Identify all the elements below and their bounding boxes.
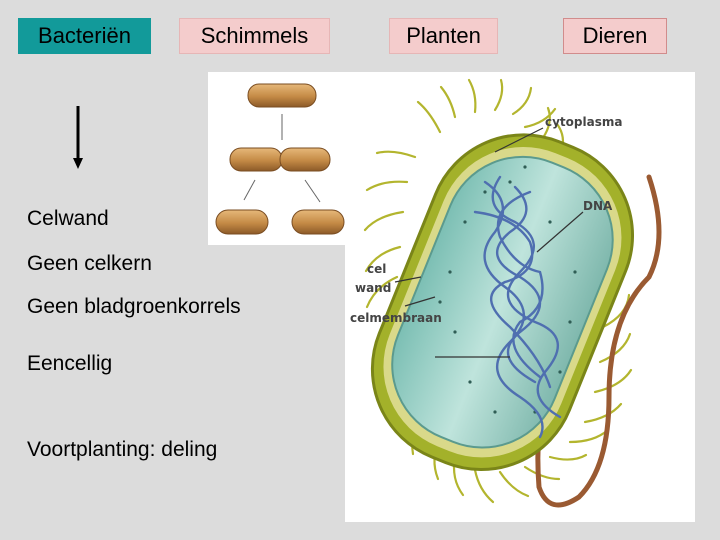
tab-schimmels-label: Schimmels (200, 23, 309, 48)
rod-bacterium-dividing-left (229, 147, 283, 172)
tab-planten-label: Planten (406, 23, 481, 48)
tab-planten[interactable]: Planten (389, 18, 498, 54)
property-eencellig: Eencellig (27, 352, 113, 375)
tab-dieren-label: Dieren (582, 23, 648, 48)
tab-dieren[interactable]: Dieren (563, 18, 667, 54)
tab-bacterien-label: Bacteriën (38, 23, 131, 48)
label-celmembraan: celmembraan (350, 311, 442, 325)
label-wand: wand (355, 281, 391, 295)
label-cytoplasma: cytoplasma (545, 115, 622, 129)
flagellum (535, 174, 662, 508)
property-voortplanting: Voortplanting: deling (27, 438, 218, 461)
cell-division-image (208, 72, 345, 245)
rod-bacterium-daughter-right (291, 209, 345, 235)
cytoplasm (391, 155, 614, 449)
down-arrow-icon (73, 106, 83, 169)
property-geen-celkern: Geen celkern (27, 252, 152, 275)
tab-schimmels[interactable]: Schimmels (179, 18, 330, 54)
label-dna: DNA (583, 199, 613, 213)
dna (473, 175, 562, 439)
rod-bacterium-dividing-right (279, 147, 331, 172)
property-celwand: Celwand (27, 207, 109, 230)
property-geen-bladgroenkorrels: Geen bladgroenkorrels (27, 295, 241, 318)
rod-bacterium-parent (247, 83, 317, 108)
bacterium-diagram: cytoplasma DNA cel wand celmembraan (345, 72, 695, 522)
tab-bacterien[interactable]: Bacteriën (18, 18, 151, 54)
label-cel: cel (367, 262, 386, 276)
rod-bacterium-daughter-left (215, 209, 269, 235)
